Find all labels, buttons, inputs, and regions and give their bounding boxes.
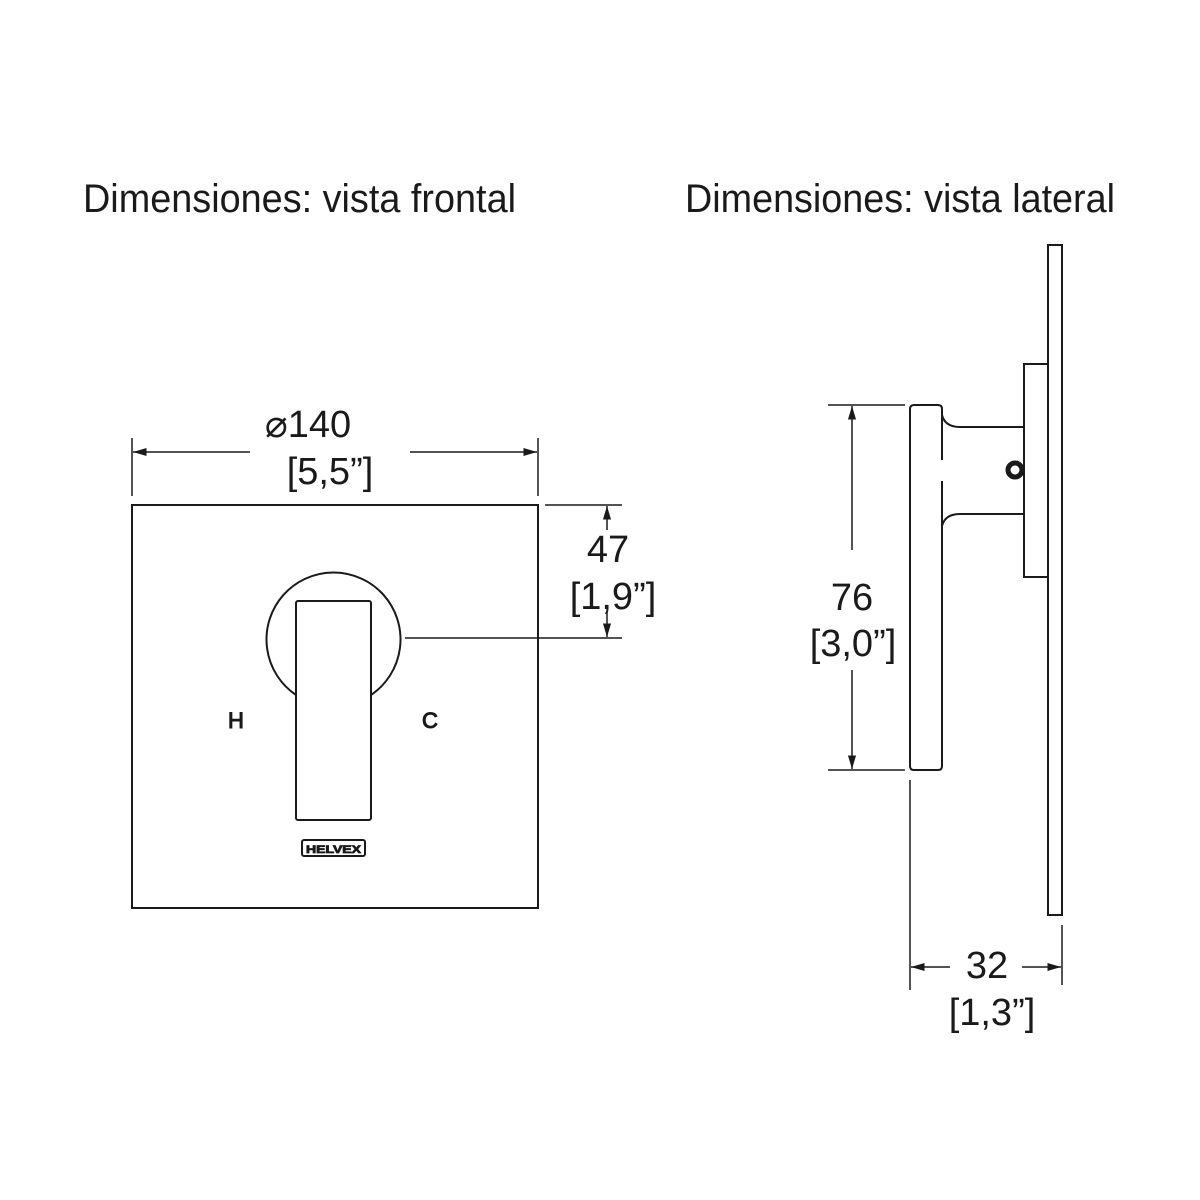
hot-label: H	[228, 708, 244, 733]
wall-plate-profile	[1047, 244, 1063, 916]
set-screw	[1005, 460, 1025, 480]
offset-in: [1,9”]	[570, 576, 657, 618]
depth-mm: 32	[966, 945, 1008, 987]
offset-mm: 47	[587, 529, 629, 571]
handle-base-circle	[265, 571, 402, 696]
front-view-title: Dimensiones: vista frontal	[83, 177, 516, 221]
escutcheon-plate	[131, 504, 539, 909]
cold-label: C	[422, 708, 438, 733]
height-dimension: 76 [3,0”]	[810, 404, 905, 771]
lever-profile	[909, 404, 943, 771]
depth-dimension: 32 [1,3”]	[909, 780, 1063, 1034]
width-in: [5,5”]	[287, 451, 374, 493]
lever-handle	[295, 600, 372, 821]
depth-in: [1,3”]	[949, 992, 1036, 1034]
height-in: [3,0”]	[810, 623, 897, 665]
width-mm: ⌀140	[265, 404, 351, 446]
side-view: 76 [3,0”] 32 [1,3”]	[810, 244, 1063, 1034]
width-dimension: ⌀140 [5,5”]	[131, 404, 539, 496]
escutcheon-profile	[1023, 363, 1049, 578]
brand-logo: HELVEX	[301, 839, 366, 857]
height-mm: 76	[831, 577, 873, 619]
front-view: H C HELVEX ⌀140 [5,5”] 47 [1,9”]	[131, 404, 657, 909]
svg-text:HELVEX: HELVEX	[306, 844, 362, 856]
side-view-title: Dimensiones: vista lateral	[685, 177, 1115, 221]
handle-neck	[941, 414, 1024, 527]
offset-dimension: 47 [1,9”]	[405, 504, 657, 639]
